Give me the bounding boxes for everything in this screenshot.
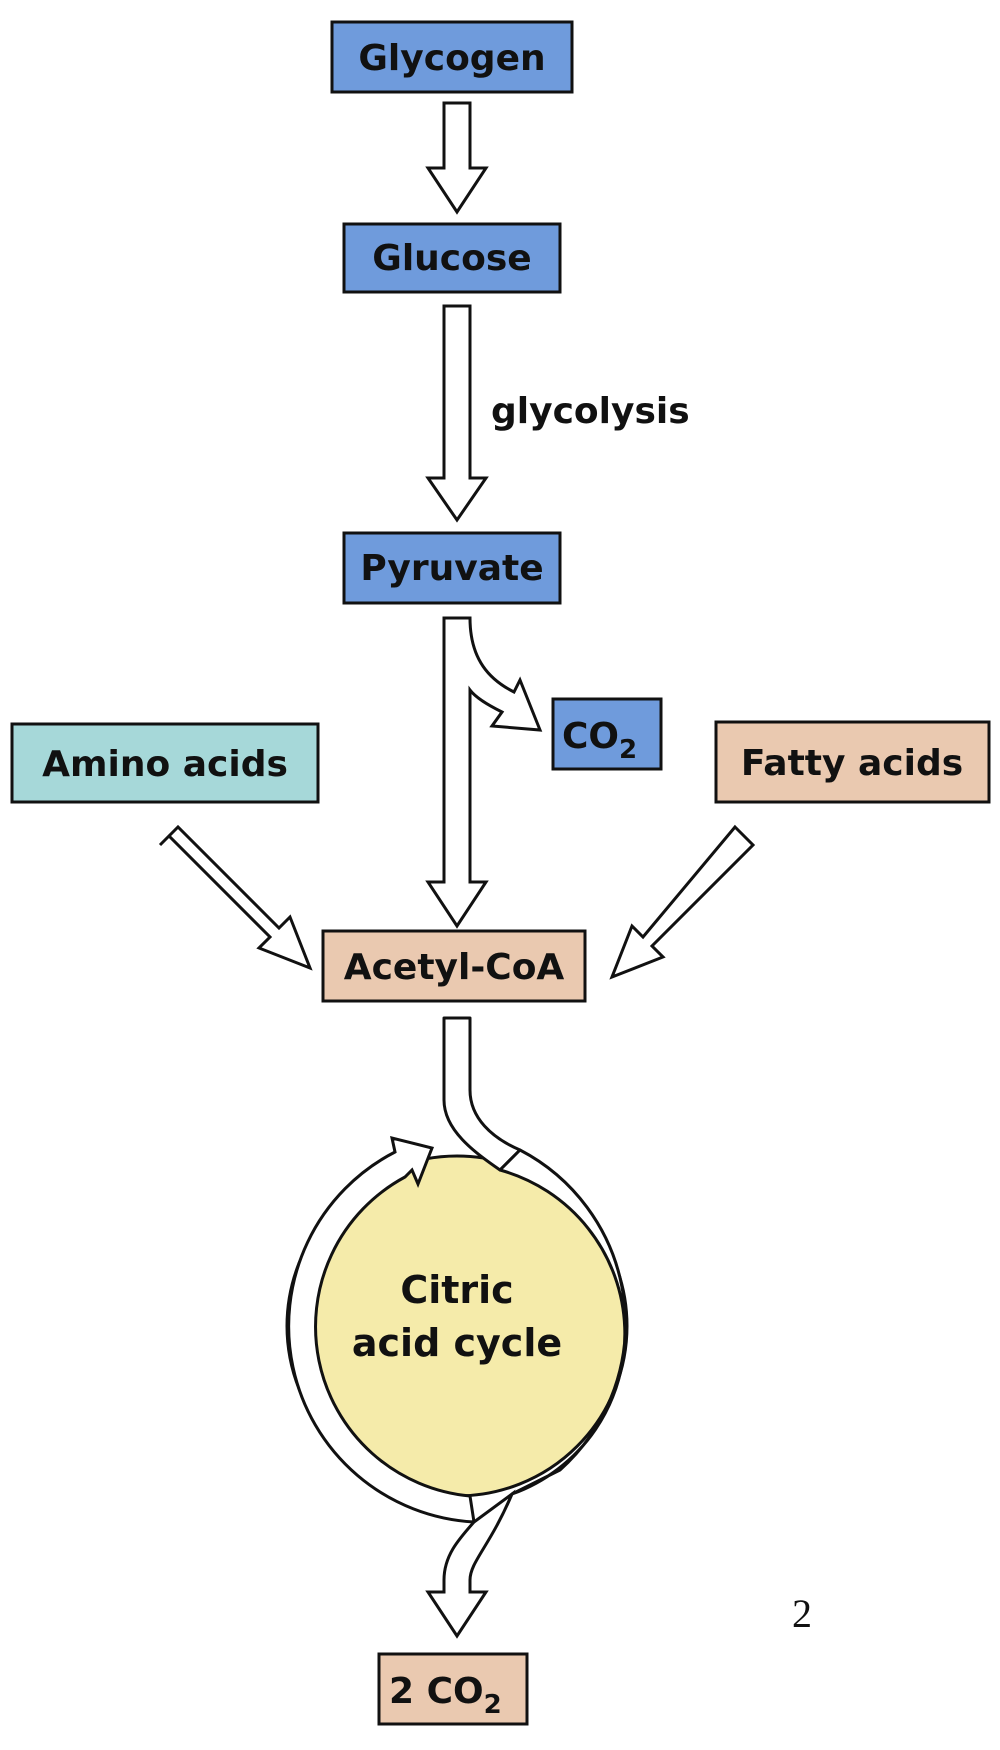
pyruvate-label: Pyruvate: [360, 548, 543, 589]
glycogen-node: Glycogen: [330, 20, 574, 94]
two-co2-subscript: 2: [484, 1690, 502, 1720]
cycle-loop-band: [498, 1148, 627, 1496]
glycolysis-label: glycolysis: [491, 391, 690, 432]
glucose-node: Glucose: [342, 222, 562, 294]
arrow-fatty-to-acetyl-coa: [609, 824, 756, 980]
fatty-acids-label: Fatty acids: [741, 743, 963, 784]
two-co2-main: 2 CO: [389, 1671, 484, 1712]
cycle-entry-path: [442, 1016, 522, 1172]
acetyl-coa-box: [321, 929, 587, 1003]
two-co2-node: 2 CO2: [377, 1652, 529, 1726]
two-co2-box: [377, 1652, 529, 1726]
cycle-exit-arrow: [425, 1489, 516, 1639]
arrow-glycogen-to-glucose: [425, 101, 489, 215]
pyruvate-box: [342, 531, 562, 605]
glucose-box: [342, 222, 562, 294]
acetyl-coa-label: Acetyl-CoA: [344, 947, 565, 988]
arrow-amino-to-acetyl-coa: [158, 824, 313, 971]
cycle-left-ring-arrow: [287, 1135, 476, 1524]
cycle-label-line2: acid cycle: [352, 1321, 562, 1365]
pyruvate-node: Pyruvate: [342, 531, 562, 605]
acetyl-coa-node: Acetyl-CoA: [321, 929, 587, 1003]
glycogen-label: Glycogen: [358, 38, 545, 79]
co2-box: [551, 697, 663, 771]
amino-acids-label: Amino acids: [42, 744, 288, 785]
co2-subscript: 2: [619, 735, 637, 765]
page-number: 2: [792, 1591, 812, 1636]
amino-acids-node: Amino acids: [10, 722, 320, 804]
co2-label: CO2: [562, 716, 637, 765]
two-co2-label: 2 CO2: [389, 1671, 502, 1720]
cycle-label-line1: Citric: [400, 1268, 513, 1312]
fatty-acids-node: Fatty acids: [714, 720, 991, 804]
arrow-pyruvate-to-acetyl-coa: [425, 616, 543, 929]
co2-main: CO: [562, 716, 619, 757]
glycogen-box: [330, 20, 574, 94]
fatty-acids-box: [714, 720, 991, 804]
amino-acids-box: [10, 722, 320, 804]
co2-node: CO2: [551, 697, 663, 771]
glucose-label: Glucose: [372, 238, 531, 279]
arrow-glucose-to-pyruvate: [425, 304, 489, 523]
